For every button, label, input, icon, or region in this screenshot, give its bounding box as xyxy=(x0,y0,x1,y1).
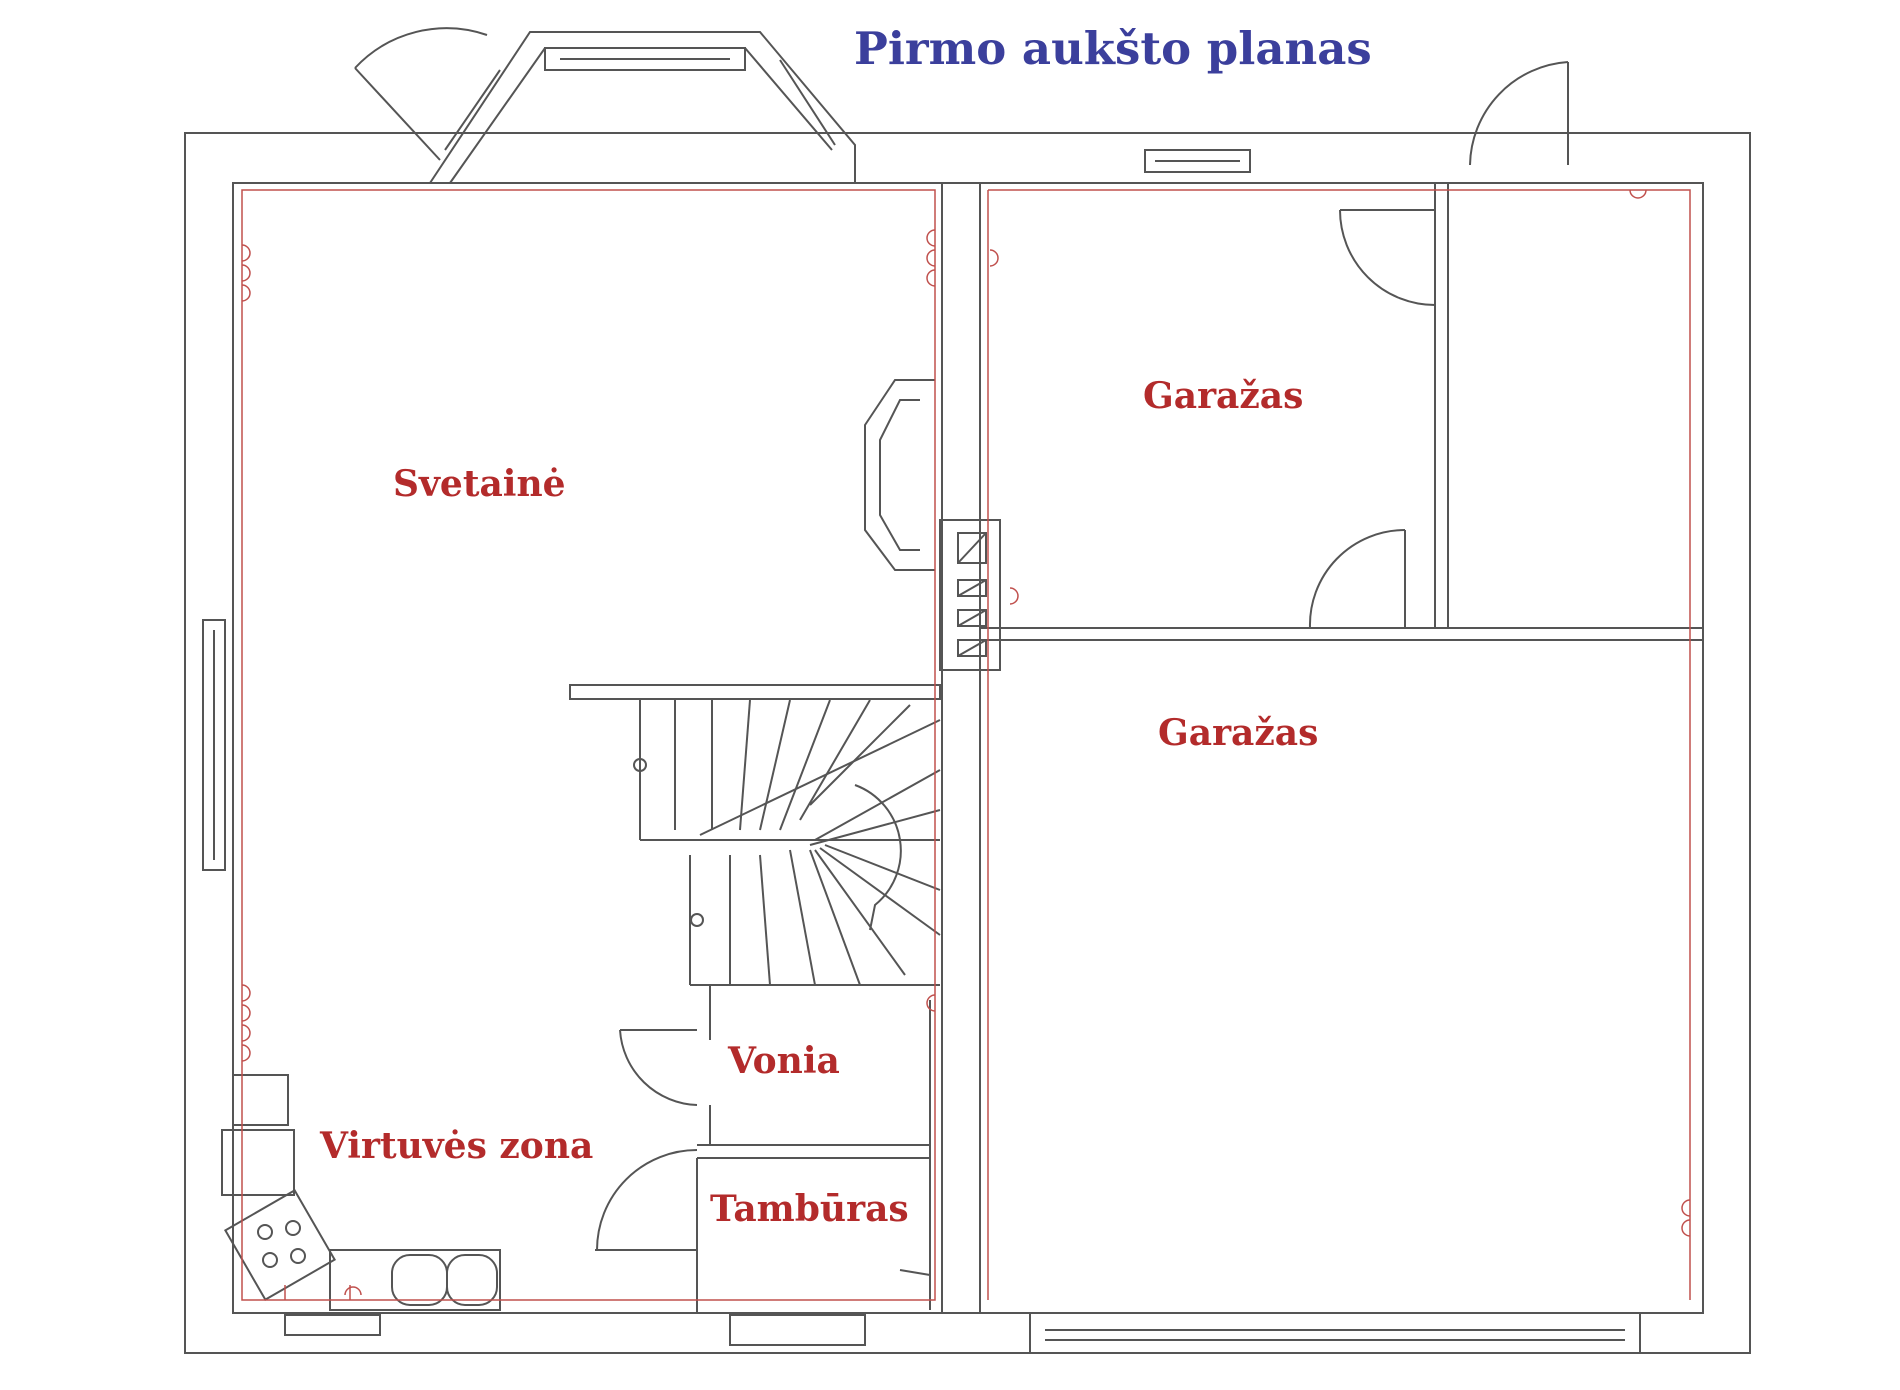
entrance-door-top-left xyxy=(354,27,488,161)
entrance-door-top-right xyxy=(1469,61,1569,166)
bathroom-door xyxy=(619,1029,698,1106)
outer-wall xyxy=(184,132,1751,1354)
room-label-vonia: Vonia xyxy=(728,1040,840,1082)
bottom-window-1 xyxy=(284,1314,381,1336)
kitchen-units xyxy=(221,1074,501,1311)
bay-window xyxy=(429,31,856,184)
room-label-garazas-top: Garažas xyxy=(1143,375,1304,417)
room-label-svetaine: Svetainė xyxy=(393,463,566,505)
bottom-window-2 xyxy=(729,1314,866,1346)
room-label-virtuve: Virtuvės zona xyxy=(320,1125,594,1167)
inner-wall xyxy=(232,182,1704,1314)
chimney xyxy=(939,519,1001,671)
socket-symbols xyxy=(241,189,1691,1296)
vestibule-door xyxy=(595,1149,698,1251)
room-label-garazas-main: Garažas xyxy=(1158,712,1319,754)
room-label-tamburas: Tambūras xyxy=(710,1188,909,1230)
garage-gate xyxy=(1029,1312,1641,1354)
garage-door-1 xyxy=(1339,209,1436,306)
electrical-wiring xyxy=(241,189,1691,1301)
staircase xyxy=(569,684,941,986)
fireplace xyxy=(864,379,935,571)
page-title: Pirmo aukšto planas xyxy=(854,22,1372,75)
garage-door-2 xyxy=(1308,529,1406,629)
